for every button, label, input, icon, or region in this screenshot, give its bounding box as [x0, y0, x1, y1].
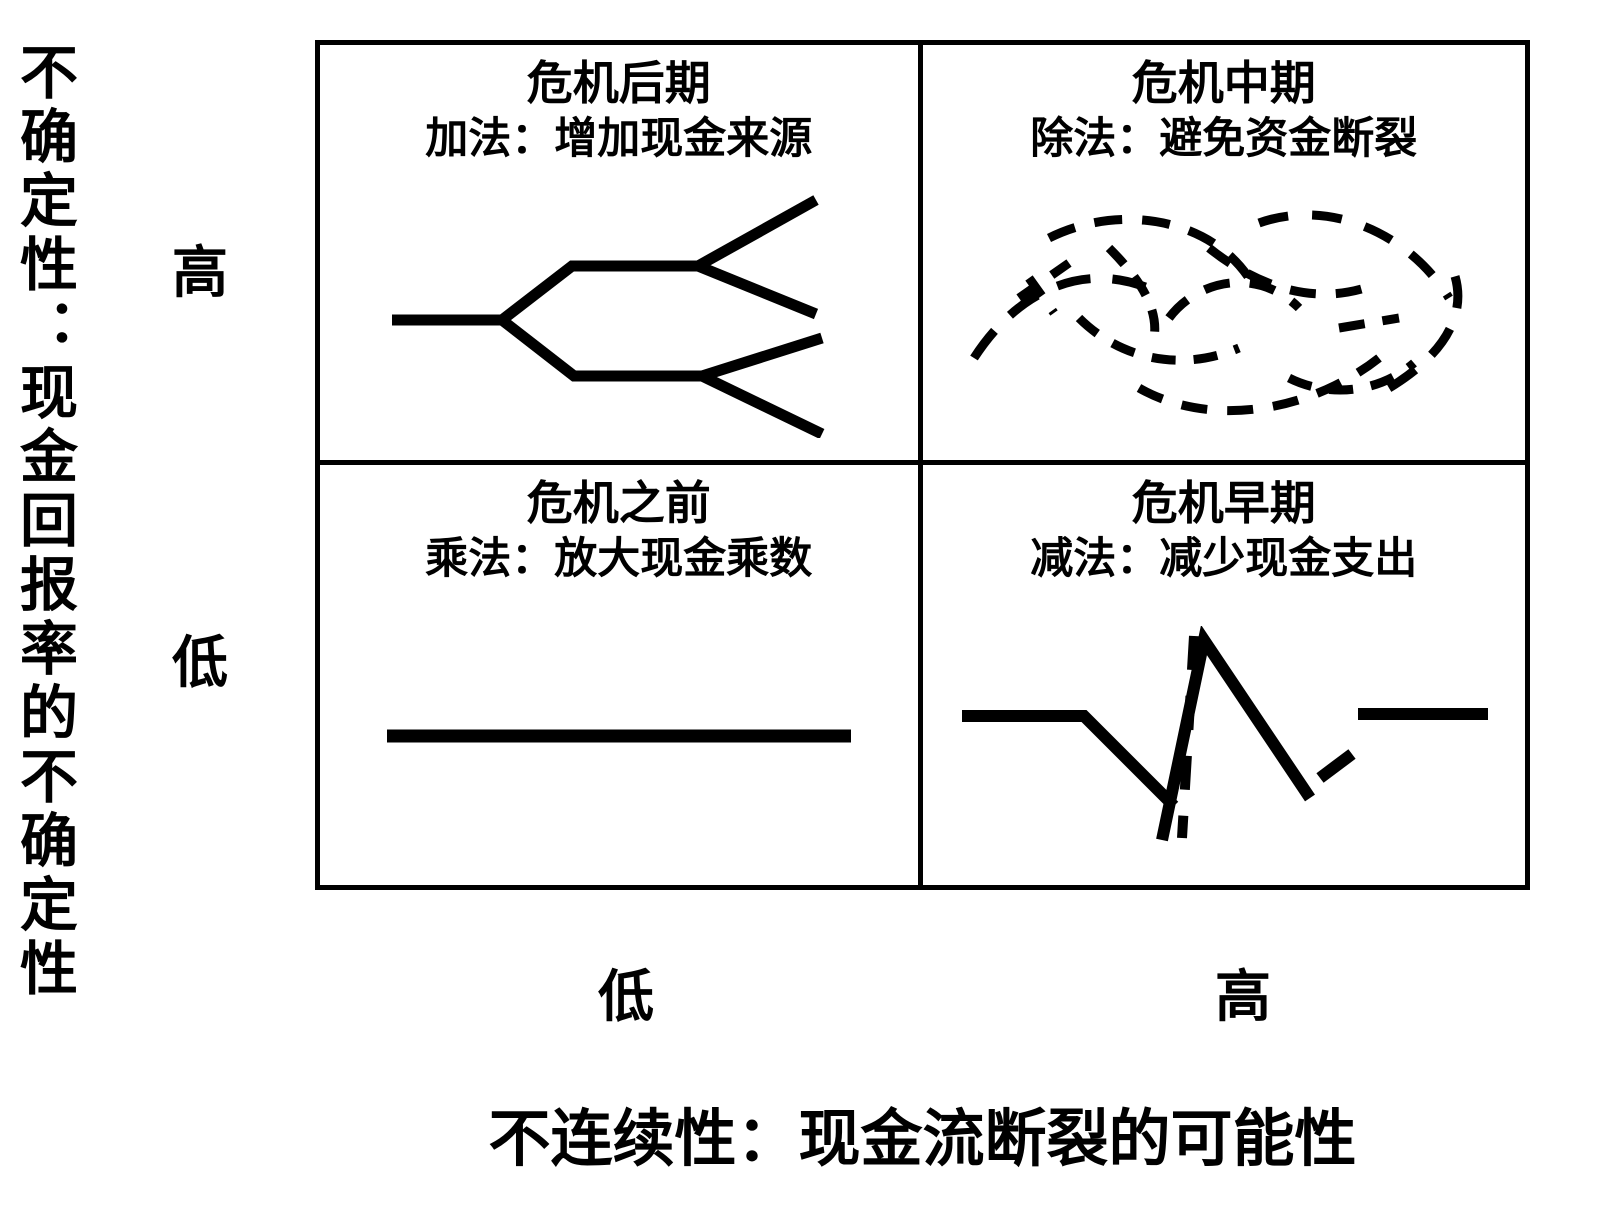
broken-zigzag-icon: [961, 625, 1488, 841]
quadrant-art: [923, 166, 1526, 460]
straight-line-icon: [386, 729, 851, 743]
quadrant-art: [923, 586, 1526, 885]
y-tick-high: 高: [172, 241, 228, 304]
x-tick-high: 高: [1215, 965, 1271, 1028]
x-tick-low: 低: [598, 965, 654, 1028]
quadrant-title: 危机之前: [526, 477, 711, 529]
quadrant-matrix: 危机后期 加法：增加现金来源 危机中期 除法：避免资金断裂: [315, 40, 1530, 890]
x-axis-title: 不连续性：现金流断裂的可能性: [488, 1105, 1357, 1174]
y-axis-title: 不确定性：现金回报率的不确定性: [11, 42, 76, 1002]
quadrant-early-crisis: 危机早期 减法：减少现金支出: [923, 465, 1526, 885]
quadrant-title: 危机后期: [526, 57, 711, 109]
y-tick-low: 低: [172, 631, 228, 694]
quadrant-art: [320, 586, 918, 885]
quadrant-late-crisis: 危机后期 加法：增加现金来源: [320, 45, 923, 465]
quadrant-title: 危机早期: [1131, 477, 1316, 529]
branching-line-icon: [391, 195, 825, 439]
quadrant-subtitle: 加法：增加现金来源: [425, 114, 813, 163]
chaos-dashes-icon: [969, 210, 1463, 416]
quadrant-subtitle: 除法：避免资金断裂: [1030, 114, 1418, 163]
quadrant-art: [320, 166, 918, 460]
quadrant-subtitle: 乘法：放大现金乘数: [425, 534, 813, 583]
quadrant-title: 危机中期: [1131, 57, 1316, 109]
quadrant-subtitle: 减法：减少现金支出: [1030, 534, 1418, 583]
quadrant-mid-crisis: 危机中期 除法：避免资金断裂: [922, 45, 1526, 465]
quadrant-before-crisis: 危机之前 乘法：放大现金乘数: [320, 465, 923, 885]
